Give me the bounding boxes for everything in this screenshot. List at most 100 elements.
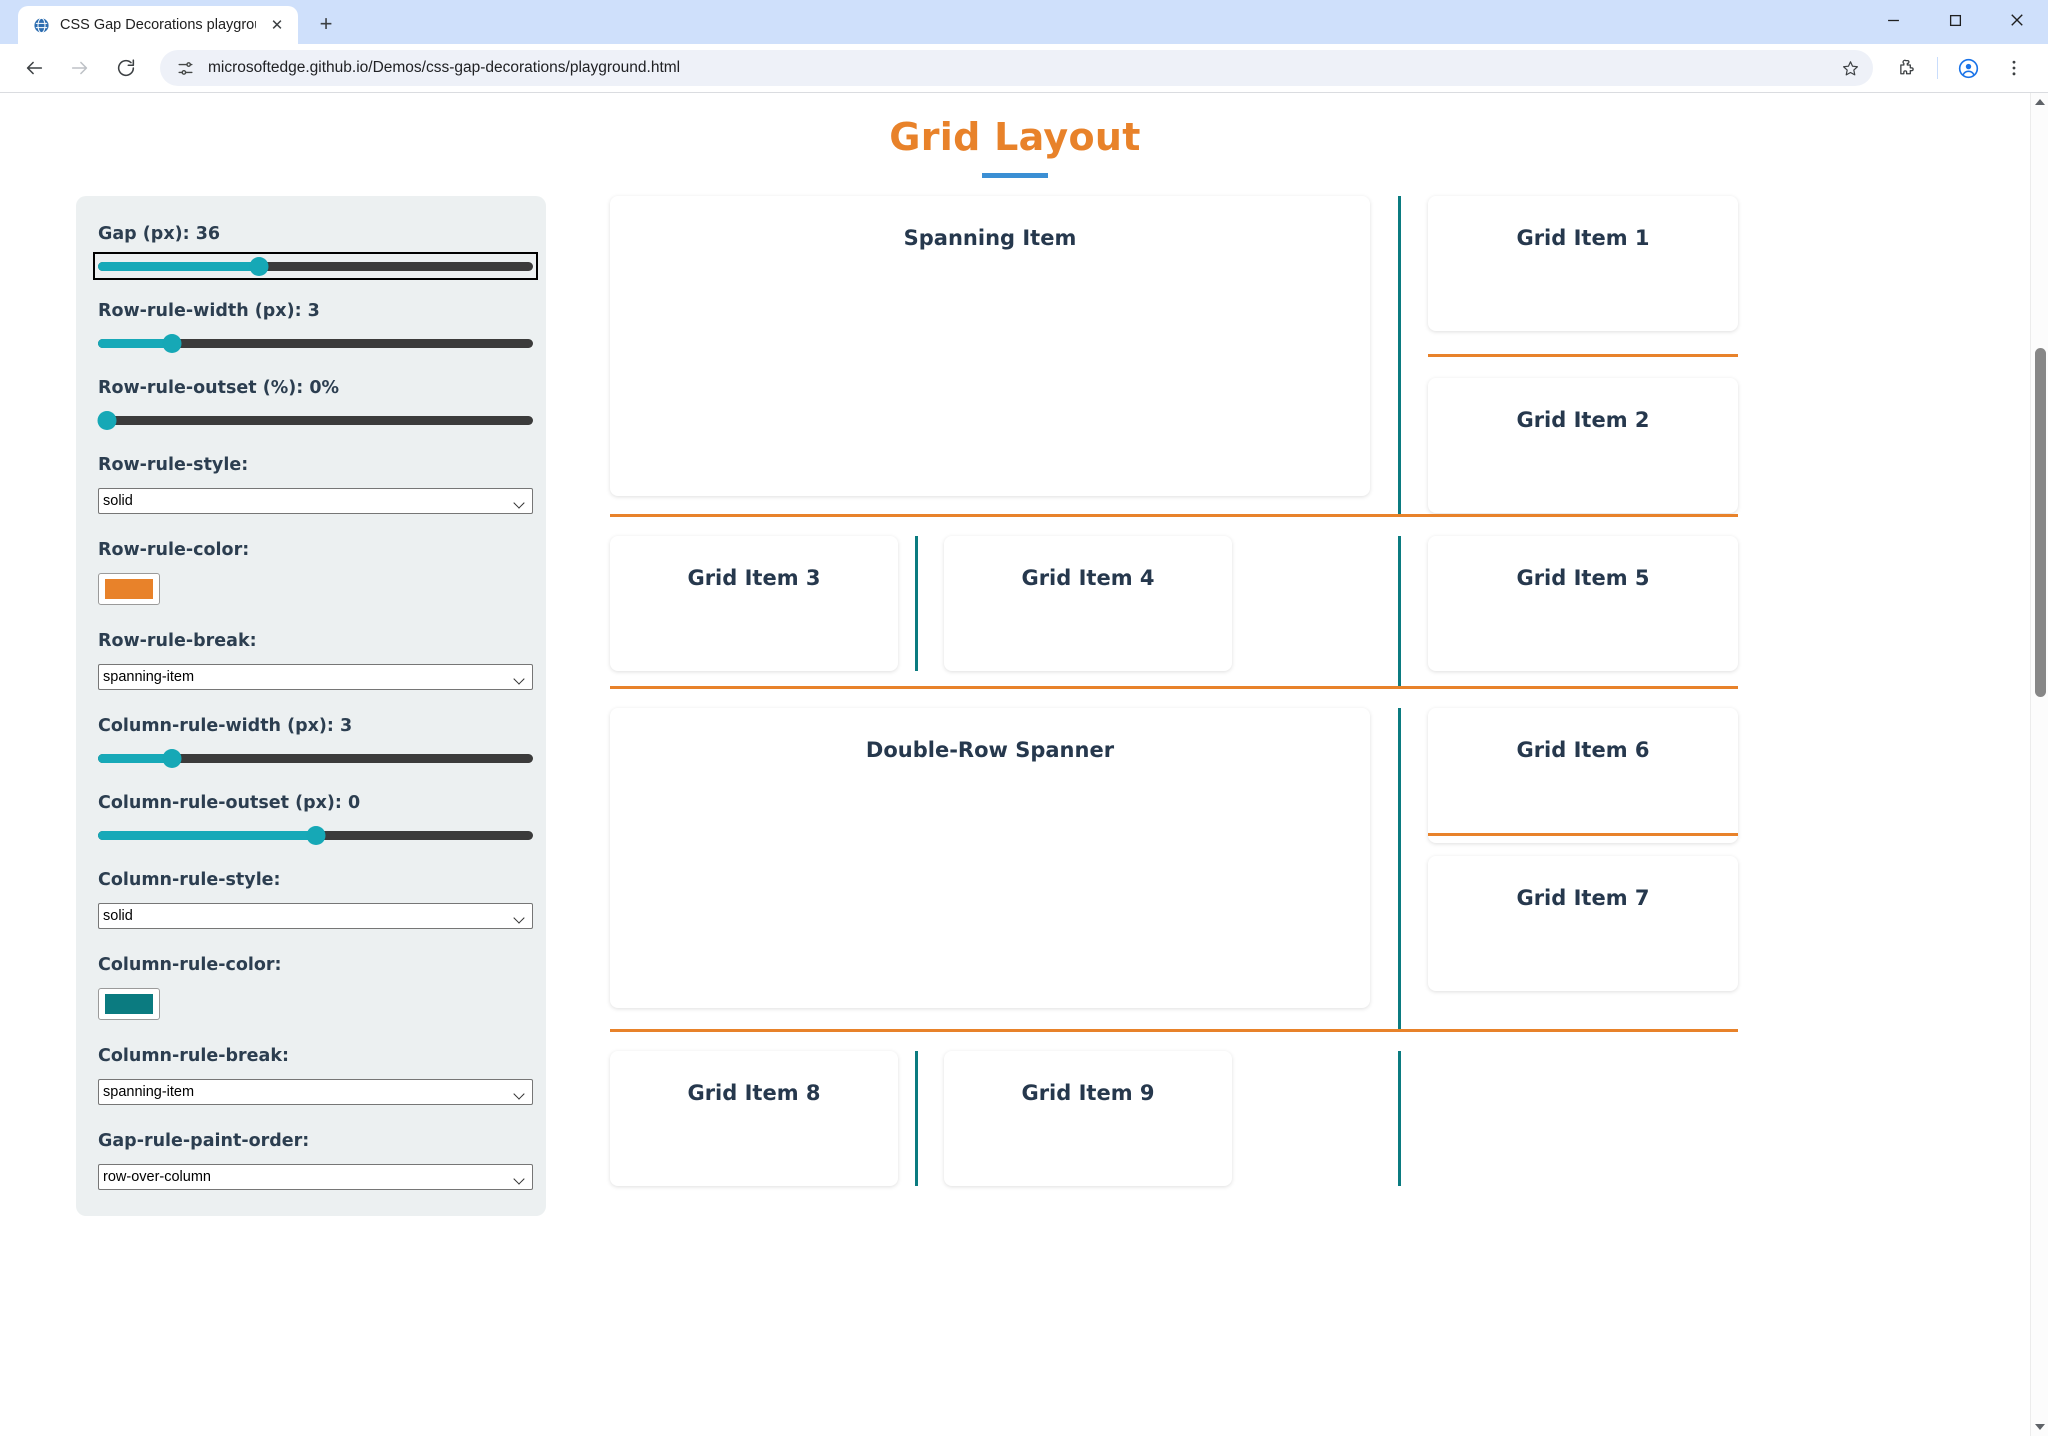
grid-cell: Grid Item 7	[1428, 856, 1738, 991]
forward-icon[interactable]	[60, 48, 100, 88]
reload-icon[interactable]	[106, 48, 146, 88]
title-underline	[982, 173, 1048, 178]
tab-title: CSS Gap Decorations playground	[60, 17, 256, 33]
select-wrap-row-rule-style: solid	[98, 488, 533, 514]
grid-cell-label: Grid Item 1	[1516, 226, 1650, 250]
control-group-row-rule-outset: Row-rule-outset (%): 0%	[97, 378, 533, 430]
slider-track	[98, 415, 533, 425]
grid-cell-label: Grid Item 2	[1516, 408, 1650, 432]
grid-cell-label: Grid Item 9	[1021, 1081, 1155, 1105]
grid-cell: Grid Item 2	[1428, 378, 1738, 513]
new-tab-button[interactable]: +	[319, 11, 333, 36]
slider-row-rule-outset[interactable]	[97, 410, 533, 430]
slider-thumb[interactable]	[306, 825, 325, 845]
label-row-rule-width: Row-rule-width (px): 3	[98, 301, 320, 321]
browser-menu-icon[interactable]	[1994, 48, 2034, 88]
grid-cell: Grid Item 1	[1428, 196, 1738, 331]
control-group-row-rule-color: Row-rule-color:	[98, 540, 524, 605]
back-icon[interactable]	[14, 48, 54, 88]
browser-tab[interactable]: CSS Gap Decorations playground ✕	[18, 6, 298, 44]
grid-cell: Double-Row Spanner	[610, 708, 1370, 1008]
grid-cell-label: Grid Item 4	[1021, 566, 1155, 590]
control-group-column-rule-color: Column-rule-color:	[98, 955, 524, 1020]
tab-close-icon[interactable]: ✕	[270, 17, 284, 34]
grid-cell: Grid Item 3	[610, 536, 898, 671]
account-icon[interactable]	[1948, 48, 1988, 88]
select-wrap-row-rule-break: spanning-item	[98, 664, 533, 690]
slider-row-rule-width[interactable]	[98, 333, 533, 353]
color-picker-column-rule-color[interactable]	[98, 988, 160, 1020]
control-group-row-rule-width: Row-rule-width (px): 3	[98, 301, 533, 353]
column-rule-line	[1398, 708, 1401, 1029]
grid-cell-label: Grid Item 8	[687, 1081, 821, 1105]
tab-strip: CSS Gap Decorations playground ✕ +	[0, 0, 2048, 44]
browser-toolbar: microsoftedge.github.io/Demos/css-gap-de…	[0, 44, 2048, 92]
label-column-rule-color: Column-rule-color:	[98, 955, 282, 975]
label-row-rule-style: Row-rule-style:	[98, 455, 249, 475]
slider-thumb[interactable]	[97, 410, 117, 430]
select-column-rule-break[interactable]: spanning-item	[98, 1079, 533, 1105]
grid-cell-label: Grid Item 6	[1516, 738, 1650, 762]
column-rule-line	[1398, 196, 1401, 514]
slider-gap[interactable]	[93, 252, 538, 280]
controls-panel: Gap (px): 36 Row-rule-width (px): 3 Row-ru…	[76, 196, 546, 1216]
maximize-button[interactable]	[1924, 0, 1986, 40]
label-column-rule-break: Column-rule-break:	[98, 1046, 289, 1066]
label-column-rule-width: Column-rule-width (px): 3	[98, 716, 353, 736]
select-row-rule-break[interactable]: spanning-item	[98, 664, 533, 690]
label-gap: Gap (px): 36	[98, 224, 221, 244]
label-column-rule-outset: Column-rule-outset (px): 0	[98, 793, 361, 813]
select-gap-rule-paint-order[interactable]: row-over-column	[98, 1164, 533, 1190]
control-group-column-rule-break: Column-rule-break: spanning-item	[98, 1046, 533, 1105]
scroll-up-arrow-icon[interactable]	[2031, 93, 2048, 111]
control-group-column-rule-outset: Column-rule-outset (px): 0	[98, 793, 533, 845]
slider-fill	[98, 261, 259, 271]
page-scrollbar[interactable]	[2030, 93, 2048, 1436]
control-group-gap-rule-paint-order: Gap-rule-paint-order: row-over-column	[98, 1131, 533, 1190]
label-gap-rule-paint-order: Gap-rule-paint-order:	[98, 1131, 310, 1151]
row-rule-line	[610, 514, 1738, 517]
color-chip	[105, 579, 153, 599]
select-column-rule-style[interactable]: solid	[98, 903, 533, 929]
row-rule-line	[1428, 354, 1738, 357]
label-row-rule-outset: Row-rule-outset (%): 0%	[98, 378, 340, 398]
grid-cell-label: Grid Item 5	[1516, 566, 1650, 590]
color-picker-row-rule-color[interactable]	[98, 573, 160, 605]
column-rule-line	[1398, 536, 1401, 686]
select-wrap-column-rule-break: spanning-item	[98, 1079, 533, 1105]
scrollbar-thumb[interactable]	[2035, 348, 2046, 698]
control-group-row-rule-break: Row-rule-break:spanning-item	[98, 631, 533, 690]
slider-thumb[interactable]	[249, 256, 269, 276]
bookmark-star-icon[interactable]	[1835, 53, 1865, 83]
scroll-down-arrow-icon[interactable]	[2031, 1418, 2048, 1436]
row-rule-line	[1428, 833, 1738, 836]
slider-fill	[98, 338, 172, 348]
slider-column-rule-width[interactable]	[98, 748, 533, 768]
column-rule-line	[1398, 1051, 1401, 1186]
address-bar[interactable]: microsoftedge.github.io/Demos/css-gap-de…	[160, 50, 1873, 86]
grid-cell: Grid Item 4	[944, 536, 1232, 671]
select-row-rule-style[interactable]: solid	[98, 488, 533, 514]
select-wrap-gap-rule-paint-order: row-over-column	[98, 1164, 533, 1190]
minimize-button[interactable]	[1862, 0, 1924, 40]
grid-cell: Grid Item 6	[1428, 708, 1738, 843]
extensions-puzzle-icon[interactable]	[1887, 48, 1927, 88]
toolbar-divider	[1937, 57, 1938, 79]
slider-thumb[interactable]	[162, 333, 182, 353]
slider-fill	[98, 830, 316, 840]
control-group-column-rule-width: Column-rule-width (px): 3	[98, 716, 533, 768]
label-column-rule-style: Column-rule-style:	[98, 870, 281, 890]
slider-thumb[interactable]	[162, 748, 182, 768]
slider-column-rule-outset[interactable]	[98, 825, 533, 845]
label-row-rule-color: Row-rule-color:	[98, 540, 250, 560]
site-info-icon[interactable]	[172, 55, 198, 81]
grid-cell: Grid Item 9	[944, 1051, 1232, 1186]
globe-icon	[32, 16, 50, 34]
url-text: microsoftedge.github.io/Demos/css-gap-de…	[208, 59, 681, 76]
grid-cell-label: Spanning Item	[903, 226, 1077, 250]
close-button[interactable]	[1986, 0, 2048, 40]
select-wrap-column-rule-style: solid	[98, 903, 533, 929]
